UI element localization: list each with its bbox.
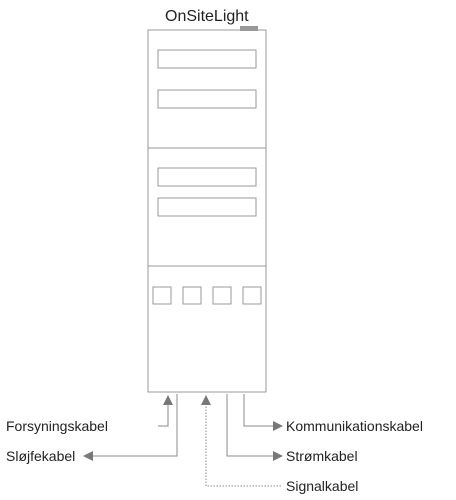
port-4 (242, 286, 262, 305)
forsyning-cable-line (158, 395, 173, 427)
forsyning-label: Forsyningskabel (6, 418, 108, 434)
kommunikation-cable-line (243, 394, 283, 431)
status-indicator (240, 26, 258, 31)
port-3 (212, 286, 232, 305)
slojfe-cable-line (83, 394, 178, 461)
port-2 (182, 286, 202, 305)
top-slot-2 (157, 89, 257, 109)
signal-label: Signalkabel (286, 478, 359, 494)
middle-slot-2 (157, 197, 257, 217)
signal-cable-line (201, 395, 281, 487)
device-title: OnSiteLight (165, 8, 249, 25)
strom-label: Strømkabel (286, 448, 358, 464)
top-slot-1 (157, 49, 257, 69)
kommunikation-label: Kommunikationskabel (286, 418, 423, 434)
middle-slot-1 (157, 167, 257, 187)
port-1 (152, 286, 172, 305)
slojfe-label: Sløjfekabel (6, 448, 76, 464)
strom-cable-line (226, 394, 283, 461)
